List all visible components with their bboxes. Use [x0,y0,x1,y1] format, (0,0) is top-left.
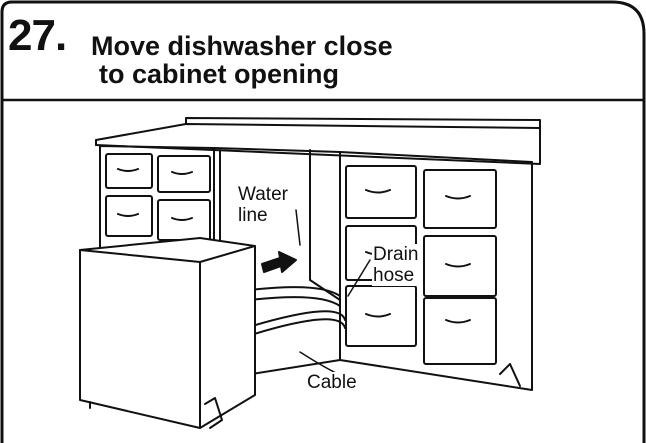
left-cabinet [99,145,215,251]
drain-hose-label-line-2: hose [373,265,415,286]
callout-leaders [295,209,371,374]
countertop [95,117,541,165]
dishwasher [79,237,256,429]
step-title-line-1: Move dishwasher close [91,31,393,61]
right-arrow-icon [261,251,297,273]
drain-hose-label-line-1: Drain [373,244,419,265]
water-line-label-line-2: line [238,205,268,226]
dishwasher-install-illustration [79,117,541,429]
right-cabinet [339,151,533,391]
cable-label-text: Cable [307,372,357,393]
step-header: 27. Move dishwasher close to cabinet ope… [0,0,646,100]
cable-label: Cable [306,372,358,393]
water-line-label: Water line [237,184,289,226]
step-number: 27. [8,11,67,60]
cabinet-opening [213,147,346,381]
step-title-line-2: to cabinet opening [99,59,339,89]
step-title: Move dishwasher close to cabinet opening [91,32,393,88]
water-line-label-line-1: Water [238,184,288,205]
drain-hose-label: Drain hose [372,244,420,286]
